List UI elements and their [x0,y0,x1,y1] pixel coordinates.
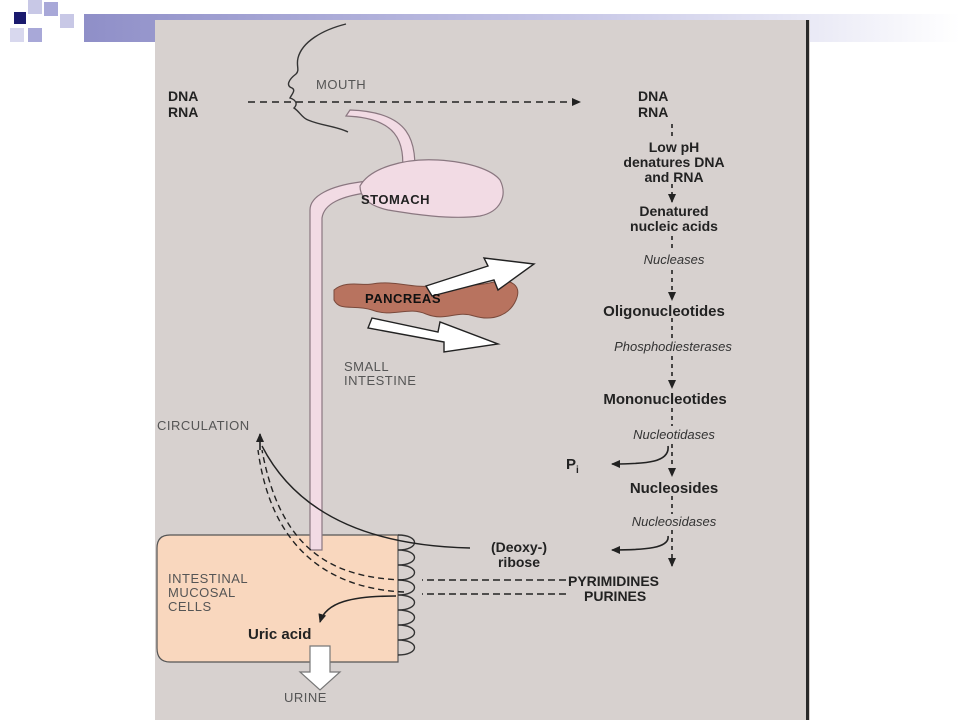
pancreas-label: PANCREAS [365,291,441,306]
phosphate-symbol: P [566,456,577,473]
dna-input-label: DNA [168,88,199,104]
uric-acid-arrow [318,595,397,623]
dna-output-label: DNA [638,88,669,104]
rna-output-label: RNA [638,104,669,120]
oligonucleotides-label: Oligonucleotides [603,303,725,320]
pyrimidines-label: PYRIMIDINES [568,573,660,589]
rna-input-label: RNA [168,104,199,120]
nucleosides-label: Nucleosides [629,480,719,497]
stomach-shape [359,159,504,218]
mononucleotides-label: Mononucleotides [603,391,727,408]
urine-arrow [298,645,342,691]
circulation-path-2 [257,449,405,593]
urine-label: URINE [284,690,327,705]
circulation-path-3 [261,445,471,549]
nucleosidases-label: Nucleosidases [631,514,717,529]
low-ph-label: Low pH denatures DNA and RNA [623,139,725,185]
phosphodiesterases-label: Phosphodiesterases [614,339,732,354]
nucleases-label: Nucleases [643,252,705,267]
pi-release-arrow [611,445,669,468]
intestinal-cell-box [156,534,399,663]
nucleotidases-label: Nucleotidases [633,427,715,442]
mouth-label: MOUTH [316,77,367,92]
deoxyribose-label: (Deoxy-) ribose [490,539,547,570]
phosphate-subscript: i [576,465,579,476]
face-profile [287,23,349,133]
stomach-label: STOMACH [361,192,430,207]
circulation-label: CIRCULATION [157,418,250,433]
panel-edge [806,20,809,720]
intestinal-villi [397,534,416,656]
denatured-label: Denatured nucleic acids [630,203,718,234]
uric-acid-label: Uric acid [248,626,312,643]
small-intestine-label: SMALL INTESTINE [344,359,417,388]
phosphate-label: Pi [566,456,579,476]
pancreas-shape [333,280,519,319]
pancreas-arrow-lower [367,317,501,353]
purines-label: PURINES [584,588,647,604]
ribose-release-arrow [611,535,669,554]
intestinal-cells-label: INTESTINAL MUCOSAL CELLS [168,571,249,614]
gi-tube [309,109,416,551]
pancreas-arrow-upper [424,257,536,297]
